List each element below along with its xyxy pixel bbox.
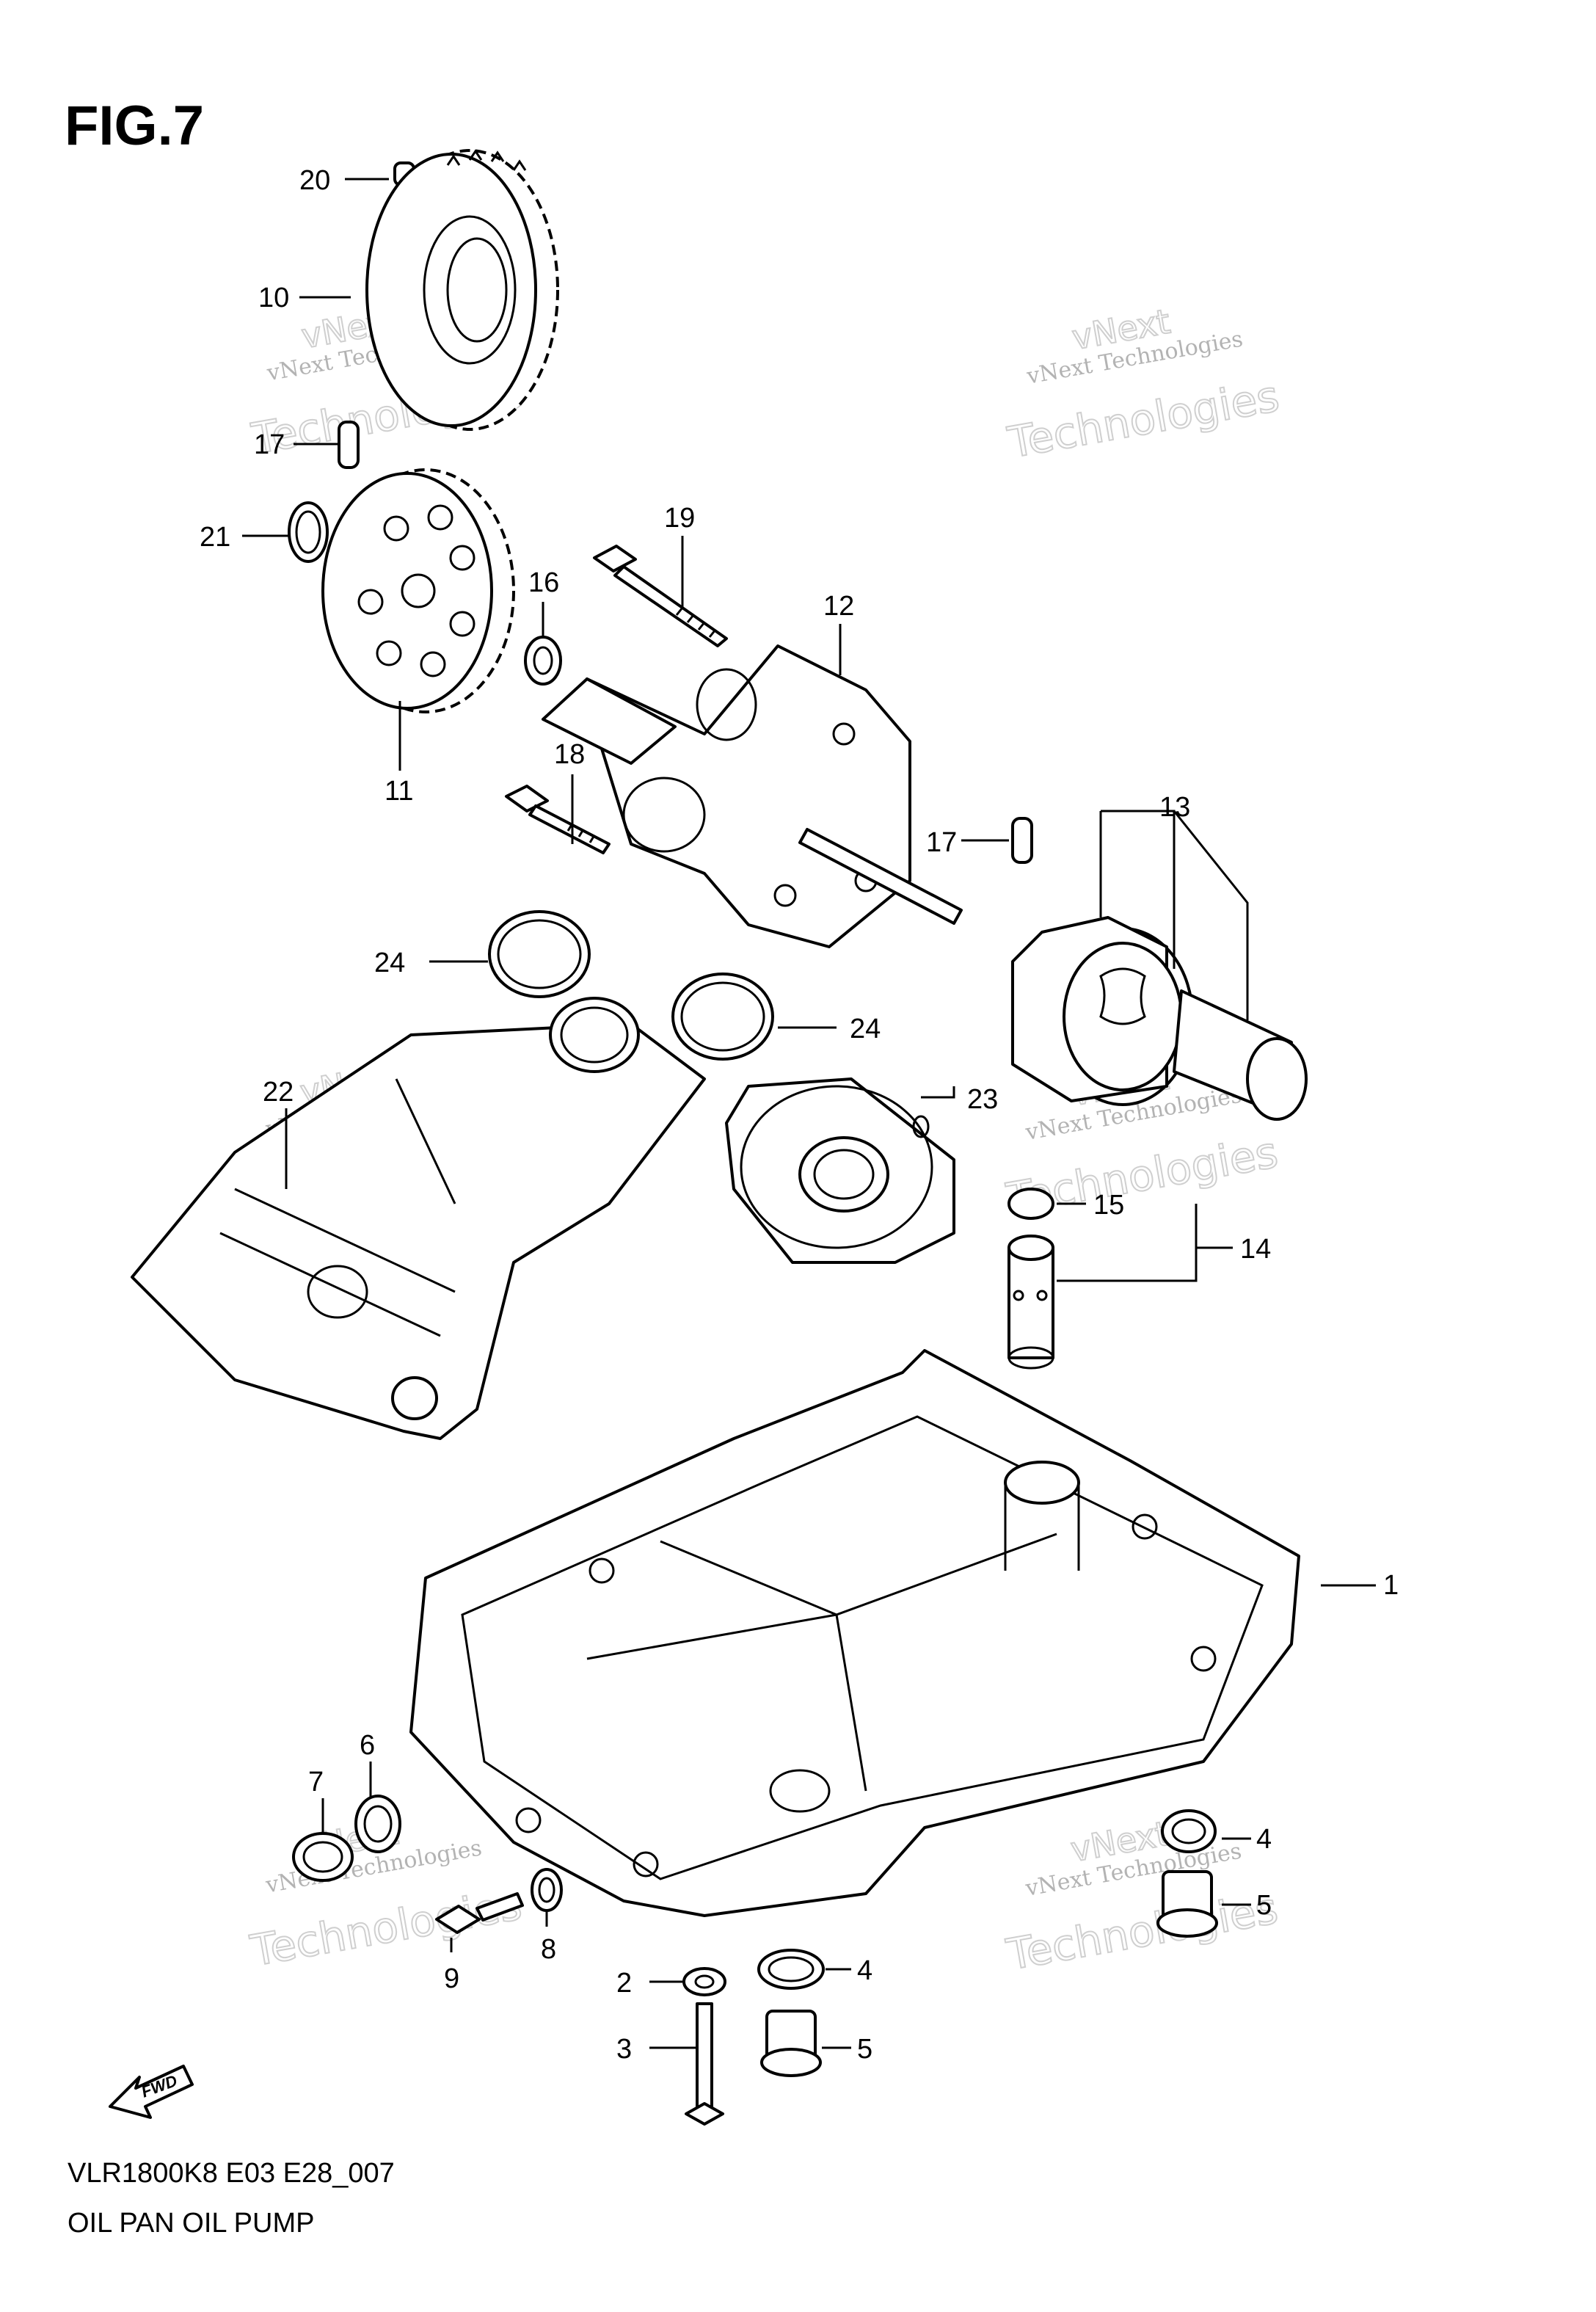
figure-title: FIG.7 xyxy=(65,95,205,157)
part-10-gear xyxy=(365,149,559,431)
part-12-oil-pump xyxy=(542,644,963,948)
callout-22: 22 xyxy=(263,1077,294,1108)
part-18-bolt xyxy=(505,785,611,854)
model-code: VLR1800K8 E03 E28_007 xyxy=(68,2158,395,2189)
part-9-bolt xyxy=(435,1892,524,1934)
part-5-drain-plug-right xyxy=(1156,1870,1218,1938)
part-22-baffle-cover xyxy=(131,997,706,1440)
part-17-pin-right xyxy=(1011,817,1033,864)
part-6-gasket xyxy=(354,1795,401,1853)
callout-8: 8 xyxy=(541,1934,556,1965)
part-4-gasket-bottom xyxy=(757,1949,825,1990)
callout-20: 20 xyxy=(299,165,330,196)
callout-14: 14 xyxy=(1240,1234,1271,1265)
part-8-washer xyxy=(531,1868,563,1912)
part-15-oring xyxy=(1007,1188,1054,1220)
callout-7: 7 xyxy=(308,1767,324,1797)
callout-3: 3 xyxy=(616,2034,632,2065)
callout-19: 19 xyxy=(664,503,695,534)
part-17-pin xyxy=(338,421,360,469)
callout-4: 4 xyxy=(1256,1824,1272,1855)
callout-18: 18 xyxy=(554,739,585,770)
callout-labels: 20 10 17 21 11 16 18 19 12 17 13 24 24 2… xyxy=(200,165,1399,2065)
part-21-circlip xyxy=(288,501,329,563)
callout-11: 11 xyxy=(385,776,413,807)
callout-1: 1 xyxy=(1383,1570,1399,1601)
callout-23: 23 xyxy=(967,1084,998,1115)
part-24-oring-left xyxy=(488,910,591,998)
callout-13: 13 xyxy=(1159,792,1190,823)
callout-17b: 17 xyxy=(926,827,957,858)
callout-15: 15 xyxy=(1093,1190,1124,1221)
callout-12: 12 xyxy=(823,591,854,622)
part-24-oring-right xyxy=(671,973,774,1061)
part-11-gear xyxy=(321,468,515,713)
part-13-rotors xyxy=(1011,916,1308,1121)
fwd-arrow-icon: FWD xyxy=(109,2065,194,2119)
part-7-plug xyxy=(292,1832,354,1882)
callout-16: 16 xyxy=(528,567,559,598)
part-16-washer xyxy=(524,636,562,686)
callout-6: 6 xyxy=(360,1730,375,1761)
part-2-washer xyxy=(682,1967,726,1996)
callout-24b: 24 xyxy=(850,1014,881,1044)
section-name: OIL PAN OIL PUMP xyxy=(68,2208,315,2239)
part-3-bolt xyxy=(685,2002,724,2126)
callout-17: 17 xyxy=(254,429,285,460)
callout-9: 9 xyxy=(444,1963,459,1994)
part-14-pipe xyxy=(1007,1235,1054,1370)
part-5-drain-plug-bottom xyxy=(760,2010,822,2077)
callout-2: 2 xyxy=(616,1968,632,1999)
leader-lines xyxy=(242,178,1376,2049)
callout-5: 5 xyxy=(1256,1890,1272,1921)
callout-21: 21 xyxy=(200,522,230,553)
callout-10: 10 xyxy=(258,283,289,313)
part-4-gasket-right xyxy=(1161,1809,1217,1853)
callout-24: 24 xyxy=(374,948,405,978)
callout-4b: 4 xyxy=(857,1955,872,1986)
part-1-oil-pan xyxy=(409,1349,1300,1917)
callout-5b: 5 xyxy=(857,2034,872,2065)
part-23-oil-strainer xyxy=(725,1077,955,1264)
part-19-bolt xyxy=(593,545,728,647)
